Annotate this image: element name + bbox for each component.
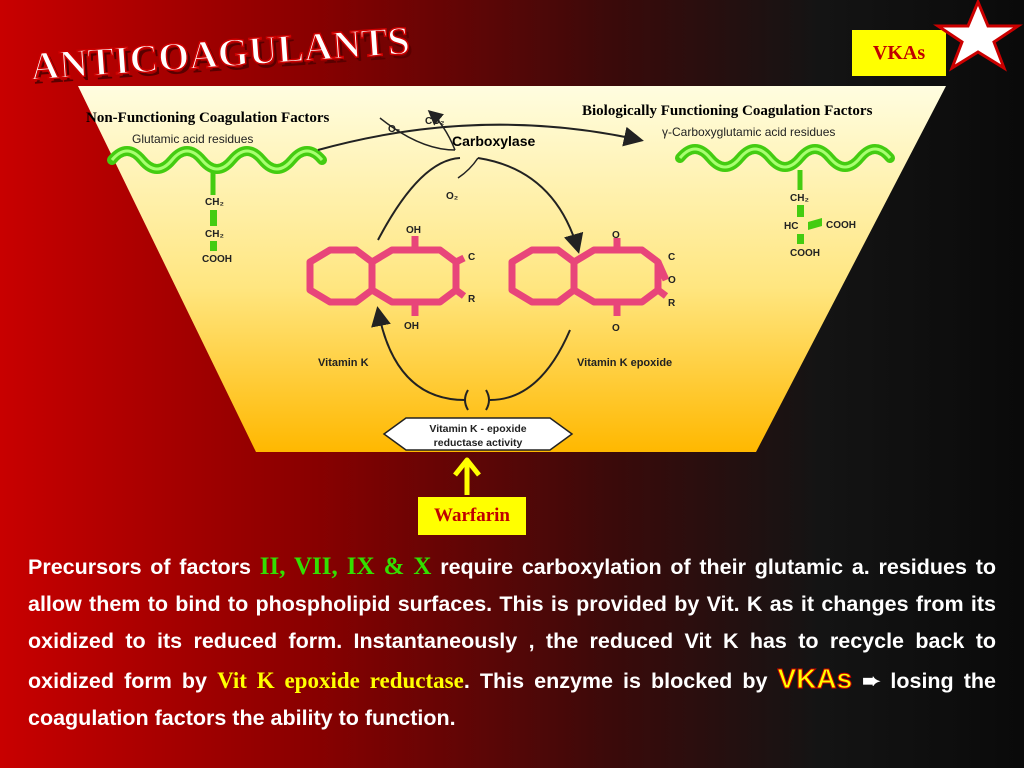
oh-bottom-label: OH xyxy=(404,321,419,332)
reductase-box xyxy=(382,417,574,451)
non-functioning-heading: Non-Functioning Coagulation Factors xyxy=(86,110,330,126)
ch2-right-label: CH₂ xyxy=(790,193,809,204)
paragraph-part-3: . This enzyme is blocked by xyxy=(463,669,778,693)
warfarin-label-box: Warfarin xyxy=(418,497,526,535)
paragraph-part-1: Precursors of factors xyxy=(28,555,260,579)
slide-title: ANTICOAGULANTS ANTICOAGULANTS xyxy=(30,17,414,84)
right-helix xyxy=(675,144,895,190)
vkas-highlight: VKAs xyxy=(777,663,853,695)
co2-label: CO₂ xyxy=(425,116,444,127)
functioning-heading: Biologically Functioning Coagulation Fac… xyxy=(582,103,873,119)
cooh-r2-label: COOH xyxy=(790,248,820,259)
c-right-label: C xyxy=(668,252,675,263)
oh-top-label: OH xyxy=(406,225,421,236)
o-top-label: O xyxy=(612,230,620,241)
vitamin-k-molecule xyxy=(306,236,467,316)
vkas-badge-label: VKAs xyxy=(872,41,926,64)
hc-label: HC xyxy=(784,221,798,232)
o-mid-label: O xyxy=(668,275,676,286)
gamma-label: γ-Carboxyglutamic acid residues xyxy=(662,125,835,139)
star-icon xyxy=(933,0,1023,72)
arrow-icon: ➨ xyxy=(852,669,891,693)
reductase-line1: Vitamin K - epoxide xyxy=(429,423,526,435)
vkas-badge: VKAs xyxy=(852,30,946,76)
r-left-label: R xyxy=(468,294,476,305)
ch2-b-label: CH₂ xyxy=(205,229,224,240)
vitamin-k-epoxide-molecule xyxy=(508,238,670,316)
o2-down-label: O₂ xyxy=(446,191,458,202)
factors-highlight: II, VII, IX & X xyxy=(259,553,432,580)
glutamic-label: Glutamic acid residues xyxy=(132,132,253,146)
left-helix xyxy=(107,146,327,195)
diagram-background xyxy=(78,86,946,452)
reductase-line2: reductase activity xyxy=(434,437,523,449)
title-text: ANTICOAGULANTS xyxy=(30,18,411,84)
o2-in-label: O₂ xyxy=(388,124,400,135)
cooh-left-label: COOH xyxy=(202,254,232,265)
inhibition-arrow-icon xyxy=(453,457,481,495)
paragraph-part-2: require carboxylation of their glutamic … xyxy=(28,555,996,693)
explanation-paragraph: Precursors of factors II, VII, IX & X re… xyxy=(28,548,996,737)
r-right-label: R xyxy=(668,298,676,309)
c-left-label: C xyxy=(468,252,475,263)
carboxylase-label: Carboxylase xyxy=(452,133,535,149)
vitamin-k-epoxide-label: Vitamin K epoxide xyxy=(577,357,672,369)
vitamin-k-label: Vitamin K xyxy=(318,357,369,369)
ch2-a-label: CH₂ xyxy=(205,197,224,208)
cooh-r1-label: COOH xyxy=(826,220,856,231)
paragraph-part-4: losing the coagulation factors the abili… xyxy=(28,669,996,730)
o-bottom-label: O xyxy=(612,323,620,334)
warfarin-label: Warfarin xyxy=(434,505,510,526)
enzyme-highlight: Vit K epoxide reductase xyxy=(217,668,464,693)
